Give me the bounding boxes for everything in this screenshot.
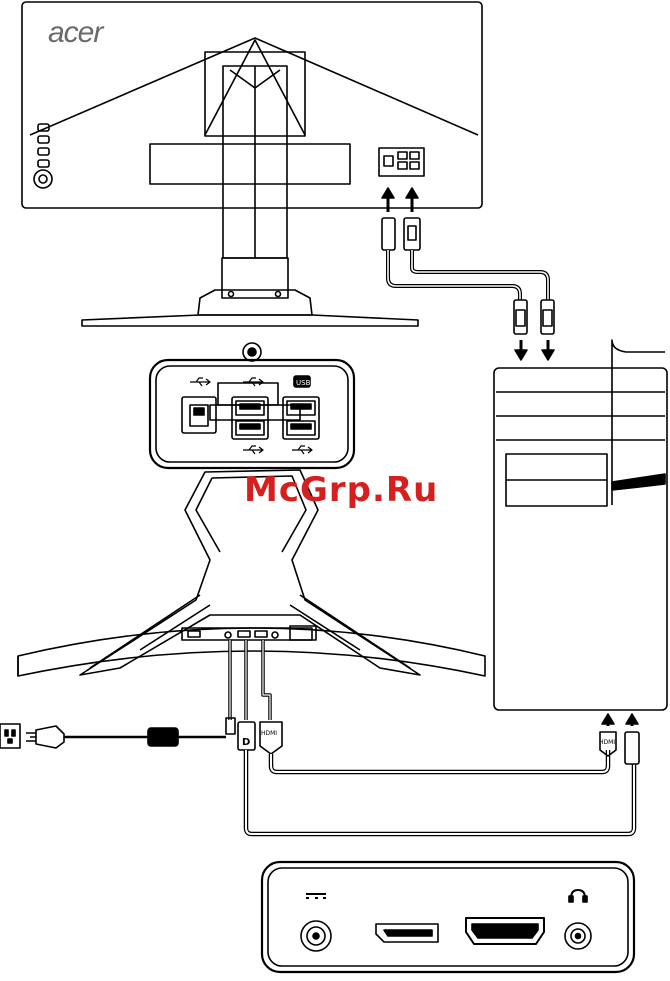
hdmi-plug: HDMI [260, 722, 282, 754]
rear-usb-ports [379, 148, 424, 176]
displayport-port [376, 924, 438, 942]
hdmi-port [466, 918, 544, 944]
dc-in-port [301, 894, 331, 951]
monitor-control-buttons [34, 124, 52, 188]
video-power-cables: D HDMI HDMI [226, 640, 639, 834]
pc-tower [494, 340, 667, 710]
usb-cables [382, 188, 554, 360]
usb-a-downstream-ports [232, 397, 319, 439]
hdmi-label: HDMI [261, 730, 277, 737]
headphone-jack [565, 890, 591, 949]
power-adapter [0, 724, 226, 748]
dp-plug: D [238, 722, 255, 750]
monitor-rear [22, 2, 482, 326]
monitor-stand [82, 66, 418, 326]
usb-label: USB [296, 379, 311, 387]
dp-label: D [242, 737, 250, 748]
pc-hdmi-label: HDMI [599, 739, 615, 746]
usb-b-upstream-port [182, 397, 216, 433]
usb-hub-detail: USB [150, 360, 354, 468]
watermark: McGrp.Ru [244, 470, 438, 510]
underside-ports [182, 626, 316, 640]
port-panel-detail [262, 862, 634, 972]
acer-logo: acer [48, 16, 102, 50]
